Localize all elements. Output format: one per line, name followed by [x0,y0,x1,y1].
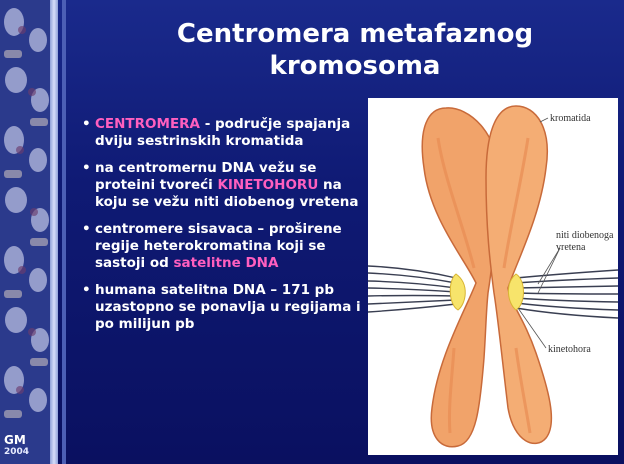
bullet-text: humana satelitna DNA – 171 pb uzastopno … [95,282,361,332]
label-kromatida: kromatida [550,113,591,124]
author-year: 2004 [4,446,29,458]
bullet-highlight: CENTROMERA [95,116,200,132]
bullet-item: humana satelitna DNA – 171 pb uzastopno … [82,282,362,333]
bullet-item: CENTROMERA - područje spajanja dviju ses… [82,116,362,150]
label-kinetohora: kinetohora [548,344,591,355]
author-mark: GM 2004 [4,434,29,458]
title-line-2: kromosoma [120,50,590,82]
author-initials: GM [4,433,26,447]
label-niti-line1: niti diobenoga [556,230,614,241]
label-niti-line2: vretena [556,242,586,253]
strip-highlight-bar [50,0,58,464]
chromosome-figure: kromatida niti diobenoga vretena kinetoh… [368,98,618,455]
decorative-side-strip [0,0,58,464]
bullet-item: na centromernu DNA vežu se proteini tvor… [82,160,362,211]
bullet-list: CENTROMERA - područje spajanja dviju ses… [82,116,362,343]
title-line-1: Centromera metafaznog [120,18,590,50]
bullet-highlight: KINETOHORU [217,177,318,193]
slide-title: Centromera metafaznog kromosoma [120,18,590,82]
bullet-item: centromere sisavaca – proširene regije h… [82,221,362,272]
chromosome-illustration: kromatida niti diobenoga vretena kinetoh… [368,98,618,455]
bullet-highlight: satelitne DNA [174,255,279,271]
strip-edge [62,0,66,464]
